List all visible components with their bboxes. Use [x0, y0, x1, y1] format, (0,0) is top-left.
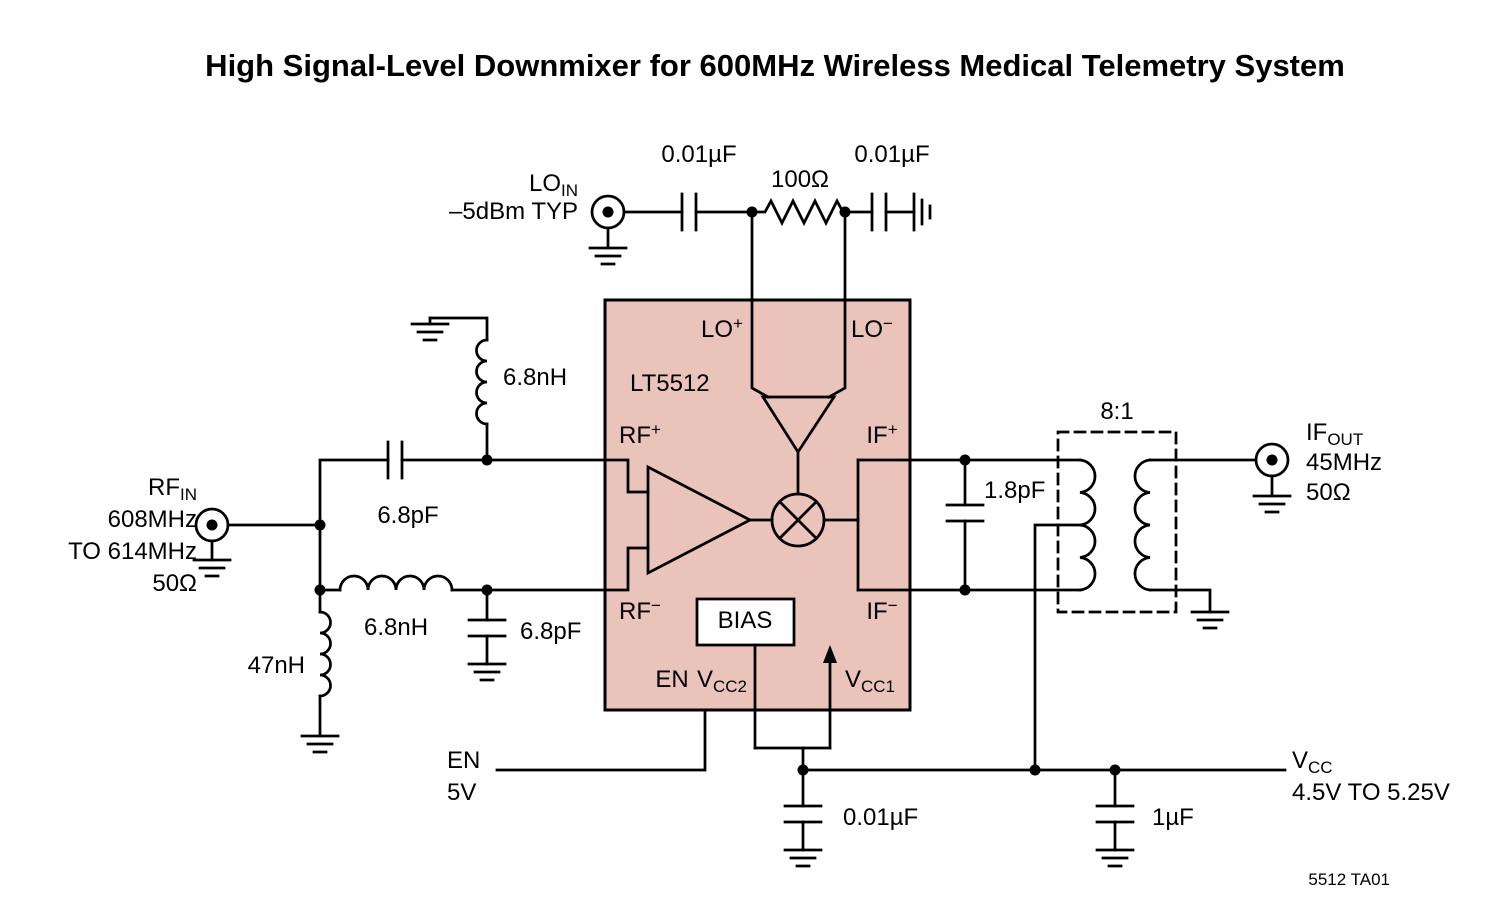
pin-vcc1-label: VCC1 — [844, 666, 896, 696]
ground-symbol — [410, 322, 450, 342]
ground-symbol — [300, 734, 340, 754]
if-out-connector — [1254, 442, 1290, 478]
lo-coupling-cap-2 — [870, 192, 888, 232]
vcc-bypass-cap1-label: 0.01µF — [843, 804, 919, 831]
if-output-network — [856, 430, 1292, 772]
chip-body — [603, 298, 912, 750]
lo-pad-resistor — [750, 197, 847, 227]
transformer-primary-winding — [1078, 458, 1097, 592]
transformer-ratio-label: 8:1 — [1100, 398, 1134, 425]
pin-rf-minus-label: RF− — [619, 596, 661, 625]
pin-rf-plus-label: RF+ — [619, 420, 661, 449]
chip-outline — [603, 298, 912, 712]
rf-shunt-inductor-bottom-label: 47nH — [247, 652, 305, 679]
rf-series-inductor-label: 6.8nH — [363, 614, 429, 641]
rf-connector — [194, 507, 230, 543]
pin-vcc2-label: VCC2 — [696, 666, 748, 696]
transformer-secondary-winding — [1133, 458, 1152, 592]
power-rails — [495, 643, 1287, 868]
enable-label: EN 5V — [447, 747, 481, 806]
rf-shunt-inductor-bottom — [318, 588, 332, 738]
if-shunt-cap-label: 1.8pF — [984, 477, 1046, 504]
if-balun-transformer — [1033, 430, 1178, 772]
diagram-title: High Signal-Level Downmixer for 600MHz W… — [205, 48, 1345, 83]
vcc1-arrow — [823, 645, 837, 750]
pin-if-minus-label: IF− — [866, 596, 898, 625]
rf-series-cap — [386, 440, 404, 480]
bias-label: BIAS — [717, 607, 773, 634]
lo-in-label: LOIN –5dBm TYP — [449, 170, 578, 225]
transformer-dashed-box — [1056, 430, 1178, 614]
pin-en-label: EN — [655, 666, 689, 693]
vcc-bypass-cap-2 — [1095, 768, 1135, 852]
lo-input-network — [588, 192, 932, 399]
ground-symbol — [783, 848, 823, 868]
lo-coupling-cap-1 — [680, 192, 698, 232]
bias-box — [695, 597, 796, 647]
enable-wire — [495, 708, 707, 772]
lo-cap2-label: 0.01µF — [854, 141, 930, 168]
if-shunt-cap — [945, 458, 985, 592]
rf-series-cap-label: 6.8pF — [377, 502, 439, 529]
pin-if-plus-label: IF+ — [866, 420, 898, 449]
rf-shunt-cap-label: 6.8pF — [520, 618, 582, 645]
lo-connector — [590, 194, 626, 230]
chip-name-label: LT5512 — [630, 370, 710, 397]
vcc-label: VCC 4.5V TO 5.25V — [1292, 747, 1450, 806]
ground-symbol — [1095, 848, 1135, 868]
figure-reference: 5512 TA01 — [1308, 870, 1390, 889]
lo-resistor-label: 100Ω — [771, 166, 829, 193]
rf-shunt-cap — [467, 588, 507, 666]
rf-in-label: RFIN 608MHz TO 614MHz 50Ω — [68, 474, 197, 597]
if-out-label: IFOUT 45MHz 50Ω — [1306, 419, 1383, 506]
lo-cap1-label: 0.01µF — [661, 141, 737, 168]
ground-symbol — [588, 246, 628, 266]
ground-symbol-sideways — [912, 192, 932, 232]
lo-buffer-symbol — [760, 395, 837, 455]
rf-shunt-inductor-top — [428, 316, 489, 462]
rf-amp-symbol — [646, 464, 753, 576]
ground-symbol — [192, 558, 232, 578]
ground-symbol — [1190, 610, 1230, 630]
rf-series-inductor — [338, 574, 454, 592]
ground-symbol — [1252, 494, 1292, 514]
vcc-bypass-cap2-label: 1µF — [1152, 804, 1194, 831]
vcc-bypass-cap-1 — [783, 768, 823, 852]
rf-input-network — [192, 316, 607, 754]
ground-symbol — [467, 662, 507, 682]
pin-lo-plus-label: LO+ — [701, 314, 743, 343]
rf-shunt-inductor-top-label: 6.8nH — [503, 364, 568, 391]
pin-lo-minus-label: LO− — [851, 314, 893, 343]
